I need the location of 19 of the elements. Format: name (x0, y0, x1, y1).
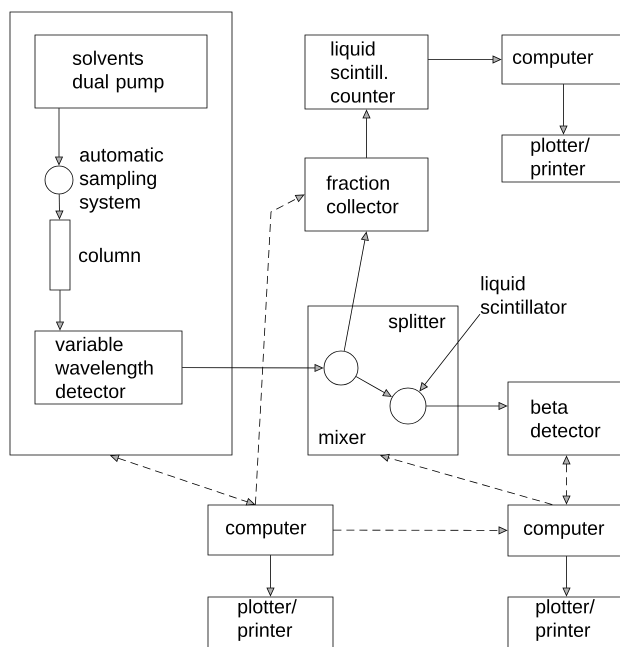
junction-circle (324, 350, 358, 386)
side-label: automatic sampling system (80, 147, 164, 213)
device-box: solvents dual pump (34, 34, 208, 108)
inlet-label: liquid scintillator (480, 276, 567, 314)
device-box: plotter/ printer (208, 596, 334, 647)
device-box: computer (208, 504, 334, 556)
arrow (356, 376, 392, 397)
device-box: plotter/ printer (502, 134, 620, 182)
device-box: beta detector (508, 382, 620, 456)
device-box: computer (502, 34, 620, 84)
system-frame (10, 12, 232, 456)
device-box: computer (508, 504, 620, 556)
splitter-mixer-box: splitter mixer (308, 306, 458, 456)
device-box: variable wavelength detector (34, 330, 182, 404)
junction-circle (390, 388, 426, 424)
device-box: fraction collector (304, 158, 428, 232)
device-box: plotter/ printer (508, 596, 620, 647)
device-box: liquid scintill. counter (304, 34, 428, 110)
side-label: column (79, 248, 140, 262)
